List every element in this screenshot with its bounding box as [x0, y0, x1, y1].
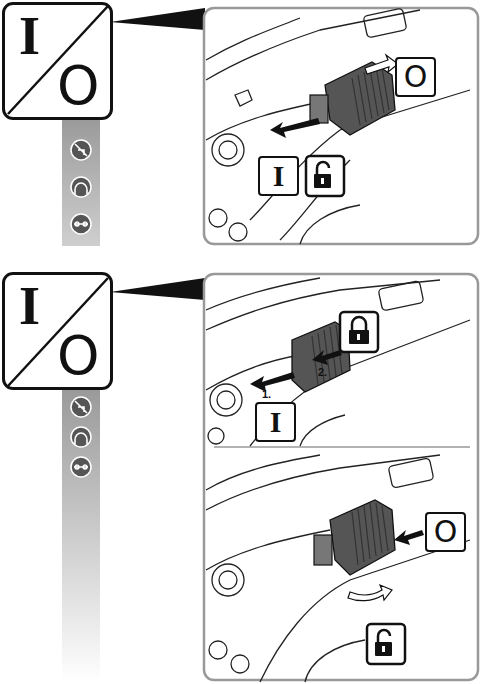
- switch-position-box: O: [425, 512, 466, 552]
- switch-symbol: I: [19, 279, 110, 333]
- step-number: 2.: [318, 366, 327, 378]
- switch-symbol: O: [57, 329, 110, 383]
- switch-symbol: I: [273, 161, 285, 191]
- switch-position-box: I: [255, 402, 296, 442]
- switch-symbol: O: [434, 517, 458, 547]
- on-off-symbol-box: IO: [2, 272, 113, 390]
- switch-symbol: I: [270, 407, 282, 437]
- switch-position-box: O: [395, 57, 436, 97]
- on-off-symbol-box: IO: [2, 2, 113, 120]
- switch-symbol: O: [57, 59, 110, 113]
- switch-symbol: O: [404, 62, 428, 92]
- step-number: 1.: [262, 388, 271, 400]
- switch-symbol: I: [19, 9, 110, 63]
- switch-position-box: I: [258, 156, 299, 196]
